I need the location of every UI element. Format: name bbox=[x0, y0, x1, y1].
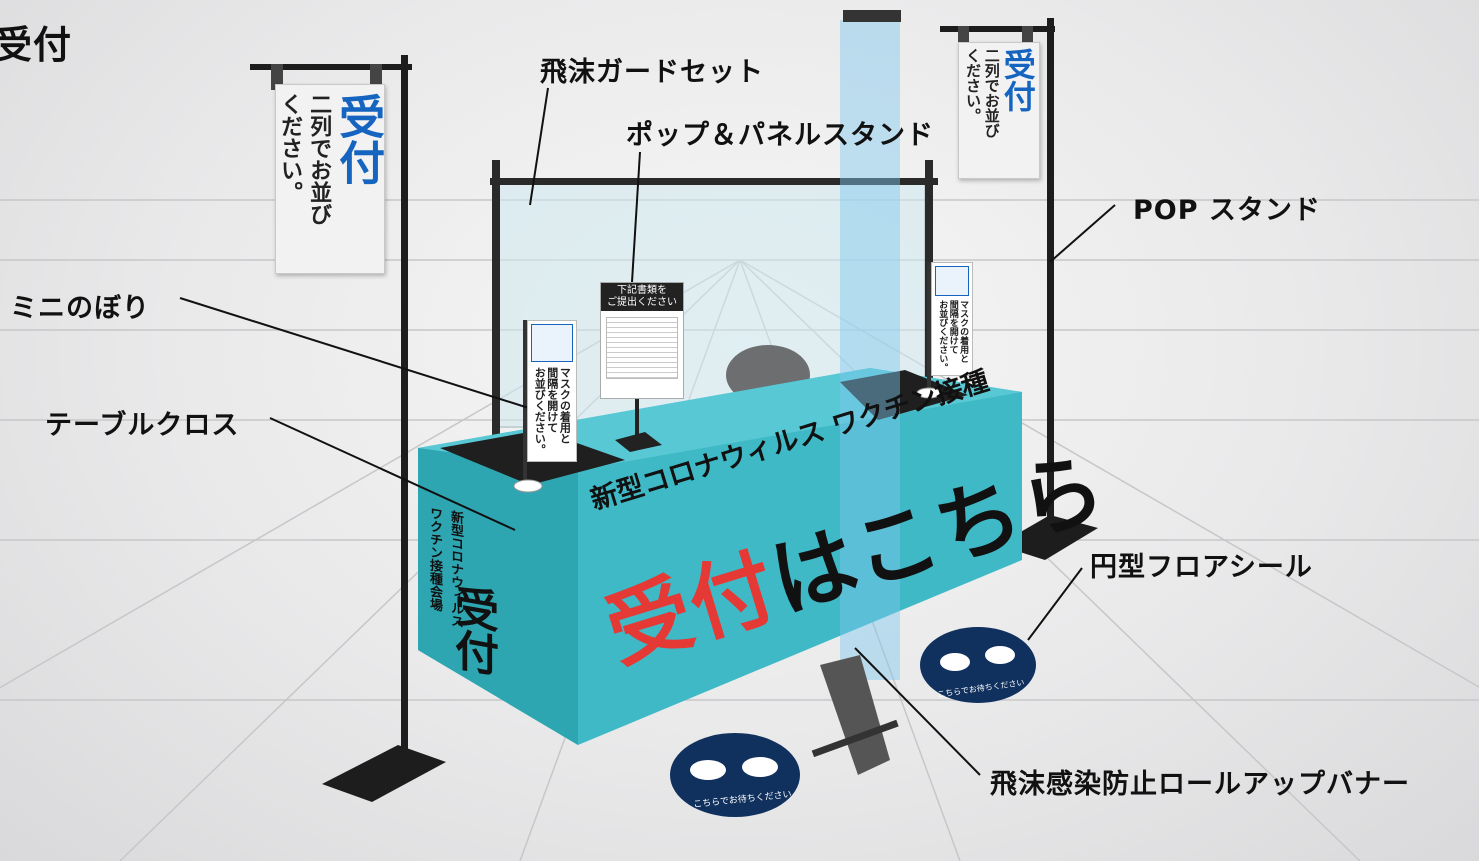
panel-header-line-1: 下記書類を bbox=[617, 285, 667, 296]
right-hanging-sign: 受付 二列でお並び ください。 bbox=[958, 42, 1040, 179]
mini-flag-left: マスクの着用と 間隔を開けて お並びください。 bbox=[527, 320, 577, 462]
label-droplet-guard-set: 飛沫ガードセット bbox=[540, 57, 764, 88]
floor-sticker-back bbox=[920, 627, 1036, 703]
label-rollup-banner: 飛沫感染防止ロールアップバナー bbox=[990, 769, 1410, 800]
label-round-floor-sticker: 円型フロアシール bbox=[1090, 552, 1313, 583]
panel-header-line-2: ご提出ください bbox=[607, 297, 677, 308]
label-pop-stand: POP スタンド bbox=[1133, 195, 1321, 226]
right-sign-small-text-1: 二列でお並び bbox=[982, 48, 1001, 138]
right-sign-big-text: 受付 bbox=[998, 48, 1037, 112]
corner-title: 受付 bbox=[0, 23, 73, 67]
floor-sticker-front bbox=[670, 733, 800, 817]
label-pop-panel-stand: ポップ＆パネルスタンド bbox=[626, 120, 934, 151]
document-panel: 下記書類を ご提出ください bbox=[600, 282, 684, 399]
label-mini-nobori: ミニのぼり bbox=[10, 293, 150, 324]
mini-flag-left-icon bbox=[531, 324, 573, 362]
left-pop-stand bbox=[250, 55, 446, 802]
left-sign-small-text-1: 二列でお並び bbox=[306, 93, 332, 225]
panel-form-preview bbox=[606, 317, 678, 379]
mini-flag-right-text-3: お並びください。 bbox=[937, 300, 948, 372]
cloth-side-main: 受付 bbox=[447, 580, 498, 678]
mini-flag-right: マスクの着用と 間隔を開けて お並びください。 bbox=[931, 262, 973, 376]
right-sign-small-text-2: ください。 bbox=[964, 48, 982, 123]
mini-flag-left-text-3: お並びください。 bbox=[533, 367, 547, 455]
mini-flag-right-icon bbox=[935, 266, 969, 296]
table-cloth bbox=[418, 368, 1022, 745]
mini-flag-left-text-1: マスクの着用と bbox=[558, 367, 572, 444]
leader-lines bbox=[179, 87, 1116, 776]
left-hanging-sign: 受付 二列でお並び ください。 bbox=[275, 84, 387, 274]
rollup-banner-shape bbox=[811, 10, 901, 775]
mini-flag-right-text-2: 間隔を開けて bbox=[947, 300, 958, 354]
left-sign-small-text-2: ください。 bbox=[277, 93, 302, 203]
mini-flag-left-text-2: 間隔を開けて bbox=[545, 367, 559, 433]
left-sign-big-text: 受付 bbox=[332, 93, 387, 185]
panel-header: 下記書類を ご提出ください bbox=[601, 283, 683, 311]
mini-flag-right-text-1: マスクの着用と bbox=[958, 300, 969, 363]
label-table-cloth: テーブルクロス bbox=[45, 410, 240, 441]
right-pop-stand bbox=[940, 18, 1098, 560]
